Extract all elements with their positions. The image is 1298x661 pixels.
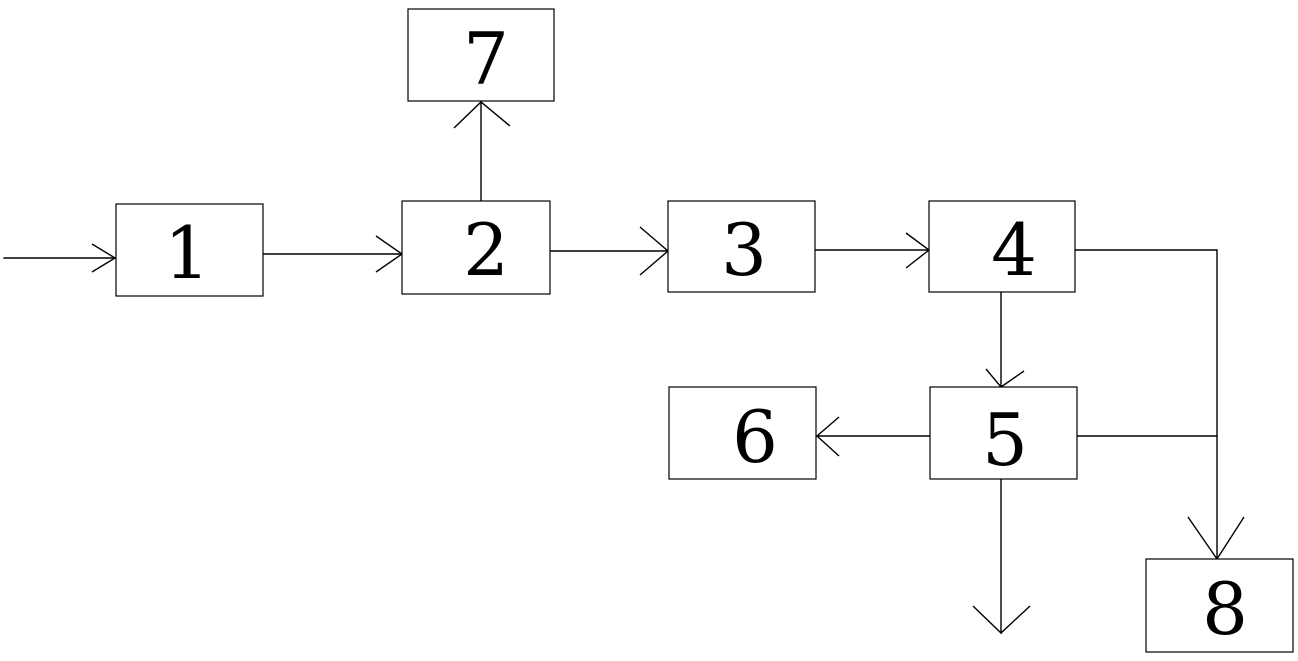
arrow-5-to-6-head — [815, 416, 840, 457]
block-3: 3 — [667, 200, 816, 293]
block-1: 1 — [115, 203, 264, 297]
block-4: 4 — [928, 200, 1076, 293]
connections — [3, 101, 1245, 634]
arrow-4-to-8-line — [1074, 249, 1218, 560]
block-6: 6 — [668, 386, 817, 480]
block-5: 5 — [929, 386, 1078, 482]
block-8: 8 — [1145, 558, 1294, 653]
block-7-label: 7 — [463, 17, 509, 101]
block-2-label: 2 — [463, 208, 509, 292]
block-3-label: 3 — [721, 208, 767, 292]
block-8-label: 8 — [1202, 567, 1248, 651]
block-7: 7 — [407, 8, 555, 102]
block-5-label: 5 — [982, 398, 1028, 482]
block-1-label: 1 — [164, 211, 210, 295]
block-2: 2 — [401, 200, 551, 295]
arrow-to-8-head — [1187, 516, 1245, 561]
arrow-5-down-head — [972, 605, 1031, 634]
arrow-2-to-7-head — [453, 101, 511, 129]
block-4-label: 4 — [991, 208, 1037, 292]
block-6-label: 6 — [732, 395, 778, 479]
arrow-4-to-5-head — [985, 368, 1025, 388]
input-arrowhead — [91, 243, 117, 273]
